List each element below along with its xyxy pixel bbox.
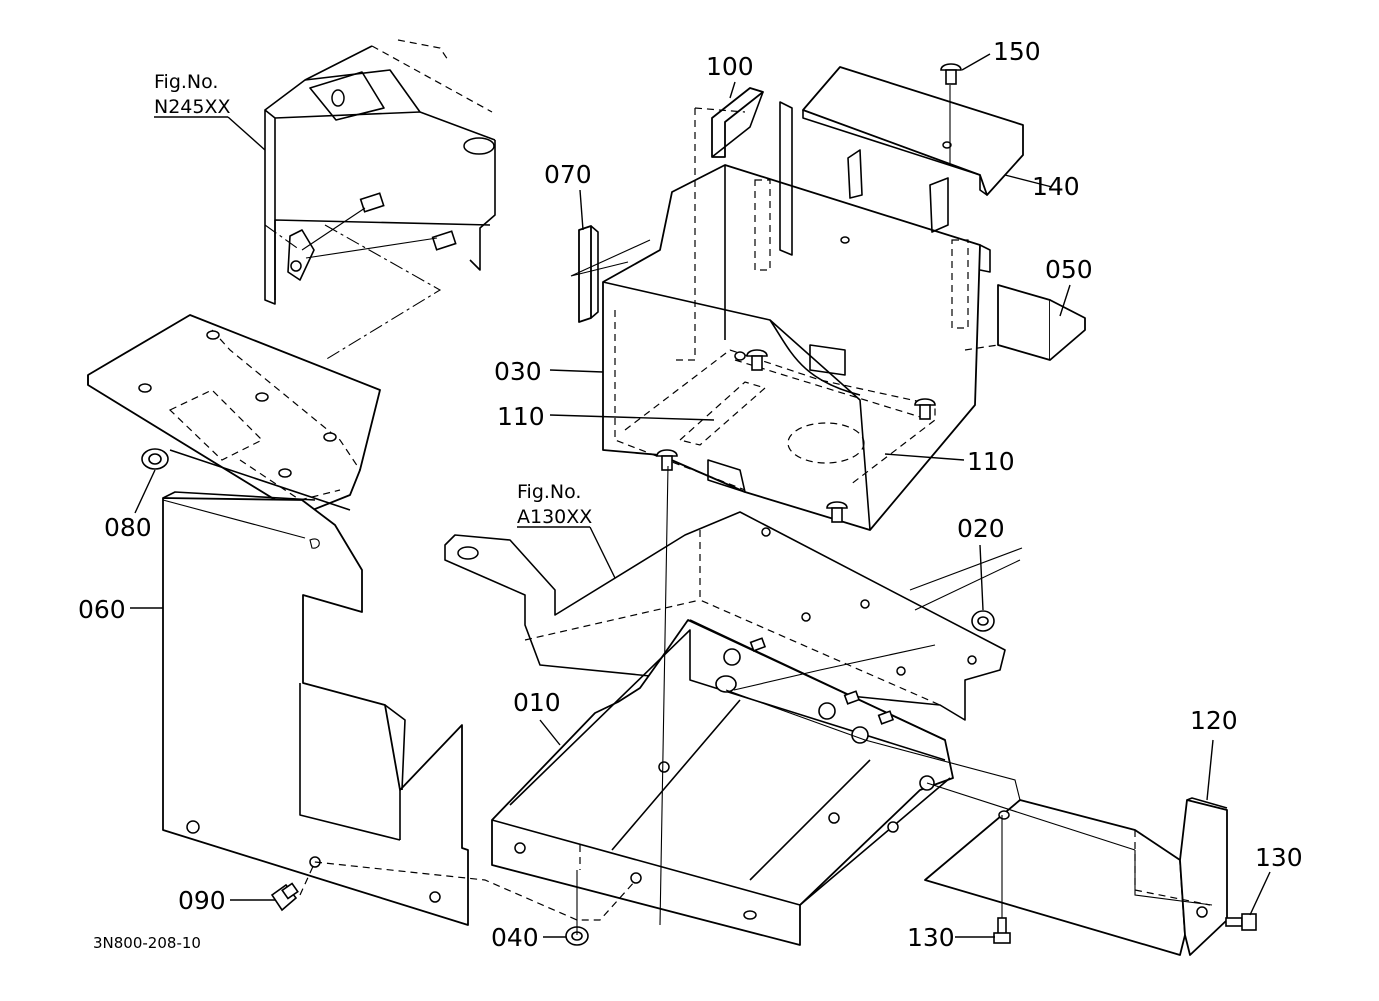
callout-110-left: 110 — [497, 402, 545, 431]
nut-080 — [141, 448, 169, 470]
battery-box-030 — [602, 164, 991, 531]
reference-note-n245xx: Fig.No. N245XX — [154, 71, 231, 118]
callout-150: 150 — [993, 37, 1041, 66]
callout-030: 030 — [494, 357, 542, 386]
callout-100: 100 — [706, 52, 754, 81]
stay-050 — [964, 284, 1086, 361]
callout-130-right: 130 — [1255, 843, 1303, 872]
callout-090: 090 — [178, 886, 226, 915]
callout-080: 080 — [104, 513, 152, 542]
drawing-code: 3N800-208-10 — [93, 934, 201, 952]
callout-110-right: 110 — [967, 447, 1015, 476]
callout-140: 140 — [1032, 172, 1080, 201]
reference-label: Fig.No. — [517, 481, 581, 503]
reference-assembly-n245xx — [264, 39, 496, 361]
callout-020: 020 — [957, 514, 1005, 543]
callout-070: 070 — [544, 160, 592, 189]
callout-120: 120 — [1190, 706, 1238, 735]
reference-frame-a130xx — [444, 511, 1023, 721]
nut-020 — [971, 610, 995, 632]
callout-060: 060 — [78, 595, 126, 624]
bolt-130-right — [1225, 913, 1257, 931]
callout-050: 050 — [1045, 255, 1093, 284]
callout-010: 010 — [513, 688, 561, 717]
top-cover-plate — [87, 314, 381, 516]
screws-battery-box — [656, 63, 962, 523]
bracket-140 — [779, 66, 1024, 256]
reference-number: A130XX — [517, 506, 592, 528]
leader-lines — [130, 53, 1271, 938]
assembly-lines — [162, 85, 1213, 935]
bolt-130-bottom — [993, 917, 1011, 944]
side-shield-060 — [162, 491, 469, 926]
battery-tray-010 — [491, 619, 954, 946]
bolt-090 — [270, 882, 299, 912]
rod-070 — [570, 225, 651, 323]
pad-100 — [711, 87, 764, 158]
callout-130-bottom: 130 — [907, 923, 955, 952]
reference-note-a130xx: Fig.No. A130XX — [517, 481, 592, 528]
callout-labels: 100 150 070 140 050 030 110 110 080 020 … — [78, 37, 1303, 952]
reference-number: N245XX — [154, 96, 231, 118]
callout-040: 040 — [491, 923, 539, 952]
clamp-plate-120 — [924, 797, 1228, 956]
reference-label: Fig.No. — [154, 71, 218, 93]
